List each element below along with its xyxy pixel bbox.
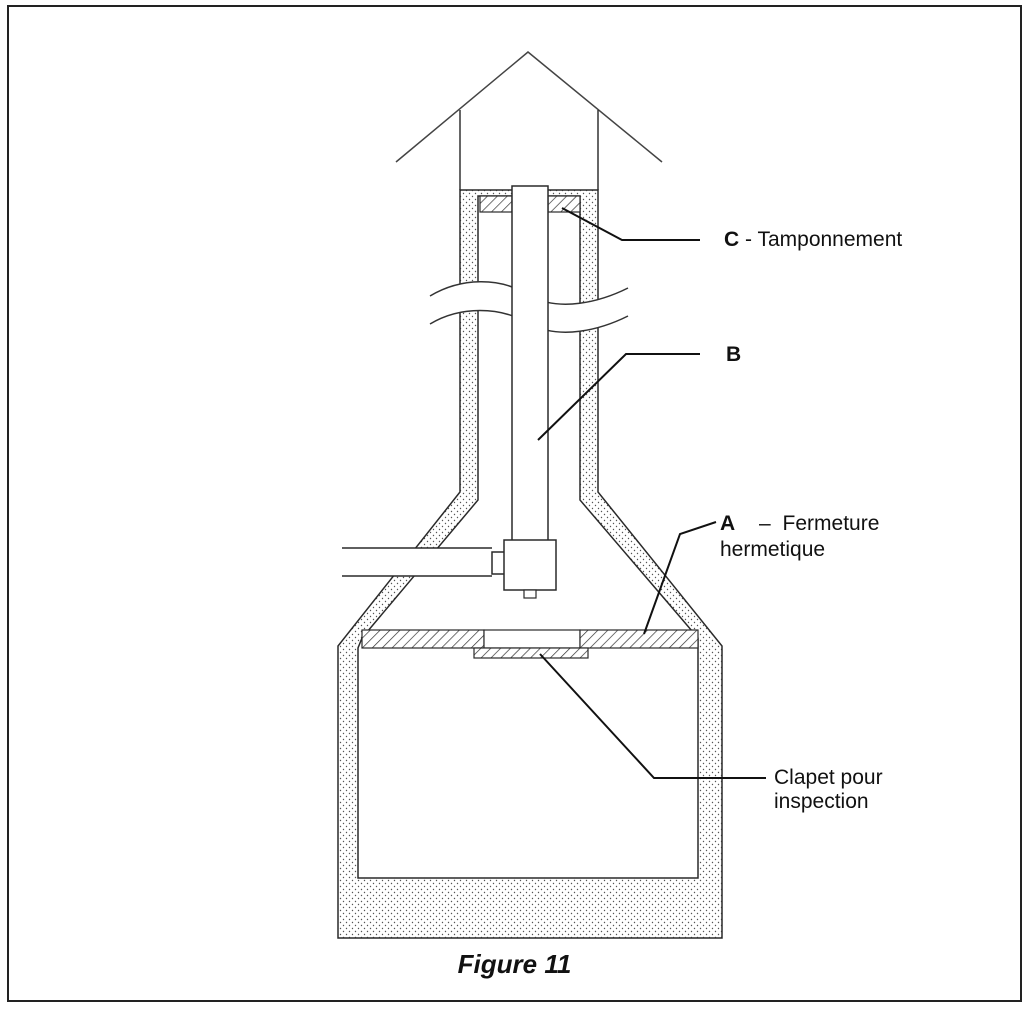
label-clapet-line1: Clapet pour xyxy=(774,766,883,789)
top-seal-left xyxy=(479,195,513,213)
leader-c xyxy=(561,207,700,241)
label-c: C - Tamponnement xyxy=(724,228,902,252)
roof-line xyxy=(395,51,663,163)
liner-pipe xyxy=(511,185,549,543)
leader-clapet xyxy=(539,653,766,779)
closure-opening xyxy=(483,629,581,649)
label-b: B xyxy=(726,343,742,366)
figure-border xyxy=(7,5,1022,1002)
label-a: A – Fermeture xyxy=(720,512,879,536)
label-a-line1: Fermeture xyxy=(782,512,880,535)
closure-plate-left xyxy=(361,629,485,649)
elbow-cap xyxy=(523,589,537,599)
label-a-letter: A xyxy=(720,512,736,535)
inspection-door xyxy=(473,647,589,659)
figure-caption: Figure 11 xyxy=(457,949,572,979)
label-clapet-line2: inspection xyxy=(774,790,869,813)
closure-plate-right xyxy=(579,629,699,649)
leader-a xyxy=(643,521,717,635)
label-a-line2: hermetique xyxy=(720,538,826,561)
label-c-text: - Tamponnement xyxy=(745,228,903,251)
elbow-tee xyxy=(503,539,557,591)
connector-pipe xyxy=(342,548,492,576)
leader-b xyxy=(537,353,700,441)
label-c-letter: C xyxy=(724,228,740,251)
label-a-dash: – xyxy=(759,512,771,535)
